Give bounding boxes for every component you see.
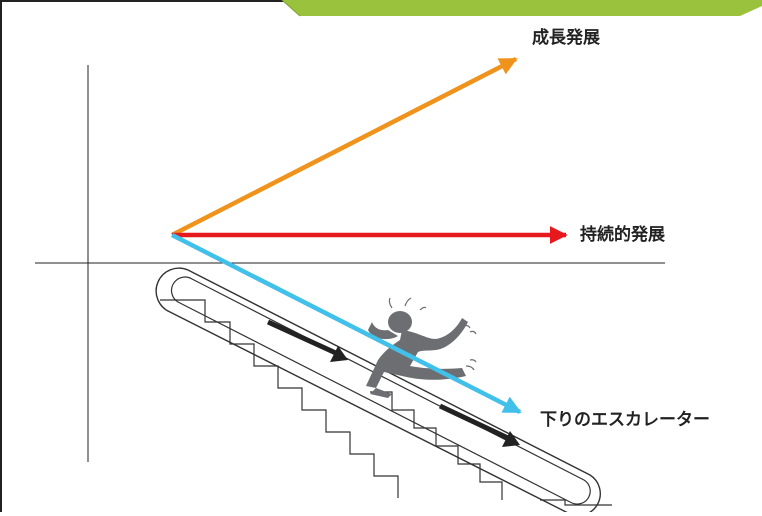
growth-arrow xyxy=(170,56,518,238)
sustainable-label: 持続的発展 xyxy=(580,225,665,245)
escalator-outer-rail xyxy=(155,267,601,516)
escalator-exit-floor xyxy=(540,499,612,506)
escalator-direction-arrow-lower xyxy=(438,403,520,447)
escalator-steps-lower xyxy=(370,391,503,500)
escalator-label: 下りのエスカレーター xyxy=(540,410,710,430)
escalator xyxy=(155,267,612,516)
top-tab-decoration xyxy=(282,0,762,16)
growth-label: 成長発展 xyxy=(532,28,600,48)
escalator-steps xyxy=(160,299,399,498)
escalator-inner-rail xyxy=(171,276,591,505)
top-tab-edge xyxy=(281,0,301,17)
escalator-direction-arrow-upper xyxy=(266,319,348,362)
decline-arrow xyxy=(170,232,522,415)
